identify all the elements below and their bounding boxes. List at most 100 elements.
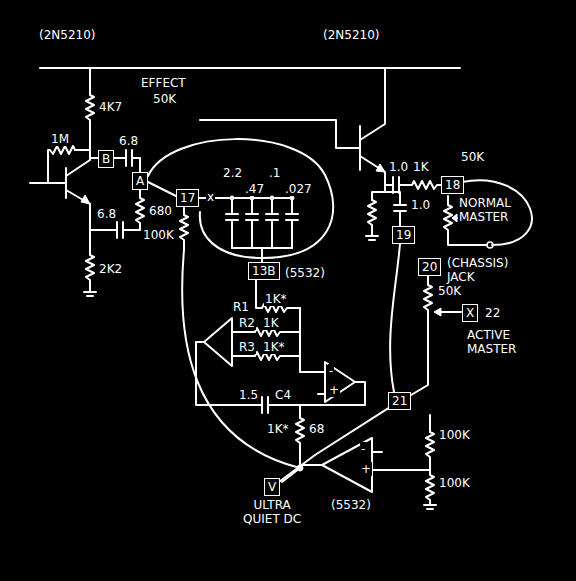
wire xyxy=(148,182,176,196)
resistor-symbol xyxy=(406,276,432,398)
switch-contact xyxy=(230,196,493,471)
node-marker: 19 xyxy=(392,226,415,244)
capacitor-symbol xyxy=(90,222,140,238)
component-label: ACTIVE MASTER xyxy=(466,328,530,356)
component-label: x xyxy=(206,190,215,204)
opamp-symbol xyxy=(204,318,372,492)
resistor-symbol xyxy=(368,192,385,236)
capacitor-symbol xyxy=(246,198,258,248)
component-label: R1 xyxy=(232,300,250,314)
switch-contact xyxy=(452,214,457,222)
callout-number: B xyxy=(102,152,110,166)
component-label: .1 xyxy=(268,166,281,180)
wire xyxy=(390,244,400,392)
component-label: 50K xyxy=(460,150,485,164)
ground-symbol xyxy=(424,505,436,509)
component-label: 1M xyxy=(50,132,70,146)
wire xyxy=(196,198,292,262)
resistor-symbol xyxy=(86,204,94,292)
capacitor-symbol xyxy=(226,198,238,248)
switch-contact xyxy=(434,308,441,316)
resistor-symbol xyxy=(86,68,94,150)
component-label: 6.8 xyxy=(118,134,139,148)
component-label: (CHASSIS) JACK xyxy=(446,256,514,284)
transistor-symbol xyxy=(30,68,385,204)
capacitor-symbol xyxy=(90,150,406,413)
component-label: + xyxy=(328,383,340,397)
resistor-symbol xyxy=(256,280,300,312)
component-label: (5532) xyxy=(330,498,372,512)
component-label: 22 xyxy=(484,306,501,320)
ground-symbol xyxy=(84,292,96,296)
transistor-symbol xyxy=(376,164,385,172)
component-label: NORMAL MASTER xyxy=(458,196,520,224)
opamp-symbol xyxy=(325,362,355,402)
ground-symbol xyxy=(366,236,378,240)
node-note: ULTRA QUIET DC xyxy=(240,498,304,526)
wire-connector xyxy=(280,408,388,481)
node-marker: B xyxy=(98,150,114,168)
supply-rail xyxy=(40,67,460,69)
component-label: (2N5210) xyxy=(322,28,381,42)
component-label: 680 xyxy=(148,204,173,218)
component-label: 100K xyxy=(142,228,175,242)
node-marker: 17 xyxy=(176,189,199,207)
resistor-symbol xyxy=(48,68,487,505)
capacitor-symbol xyxy=(266,198,278,248)
component-label: 4K7 xyxy=(98,100,123,114)
node-marker: VULTRA QUIET DC xyxy=(264,478,280,496)
component-label: 100K xyxy=(438,428,471,442)
component-label: C4 xyxy=(274,388,292,402)
transistor-symbol xyxy=(200,68,385,192)
switch-contact xyxy=(270,196,274,200)
callout-number: 20 xyxy=(422,260,437,274)
capacitor-symbol xyxy=(385,177,399,193)
component-label: EFFECT xyxy=(140,76,187,90)
component-label: 2.2 xyxy=(222,166,243,180)
callout-number: A xyxy=(136,174,144,188)
node-marker: A xyxy=(132,172,148,190)
component-label: (5532) xyxy=(284,266,326,280)
component-label: + xyxy=(360,462,372,476)
component-label: R3 xyxy=(238,340,256,354)
component-label: 50K xyxy=(437,284,462,298)
wire-connector xyxy=(280,408,388,481)
capacitor-symbol xyxy=(286,198,298,248)
component-label: - xyxy=(328,364,334,378)
switch-contact xyxy=(487,242,493,248)
component-label: (2N5210) xyxy=(38,28,97,42)
opamp-symbol xyxy=(204,318,232,366)
resistor-symbol xyxy=(426,415,434,505)
component-label: .027 xyxy=(284,182,313,196)
node-marker: 18 xyxy=(441,176,464,194)
callout-number: 13B xyxy=(252,264,276,278)
component-label: 1K xyxy=(262,316,280,330)
switch-contact xyxy=(230,196,234,200)
node-marker: 13B xyxy=(248,262,280,280)
component-label: 1K* xyxy=(266,422,290,436)
transistor-symbol xyxy=(81,195,90,204)
node-marker: X xyxy=(462,304,478,322)
resistor-symbol xyxy=(136,190,144,230)
ground-symbol xyxy=(84,236,436,509)
node-marker: 21 xyxy=(388,392,411,410)
component-label: 1.0 xyxy=(388,160,409,174)
component-label: 68 xyxy=(308,422,325,436)
component-label: 100K xyxy=(438,476,471,490)
resistor-symbol xyxy=(399,181,441,189)
callout-number: 17 xyxy=(180,191,195,205)
component-label: - xyxy=(360,442,366,456)
node-marker: 20 xyxy=(418,258,441,276)
component-label: 1.5 xyxy=(238,388,259,402)
callout-number: X xyxy=(466,306,474,320)
component-label: 2K2 xyxy=(98,262,123,276)
callout-number: 19 xyxy=(396,228,411,242)
component-label: .47 xyxy=(244,182,265,196)
callout-number: 21 xyxy=(392,394,407,408)
transistor-symbol xyxy=(30,150,90,204)
supply-rail xyxy=(40,68,460,69)
callout-number: 18 xyxy=(445,178,460,192)
